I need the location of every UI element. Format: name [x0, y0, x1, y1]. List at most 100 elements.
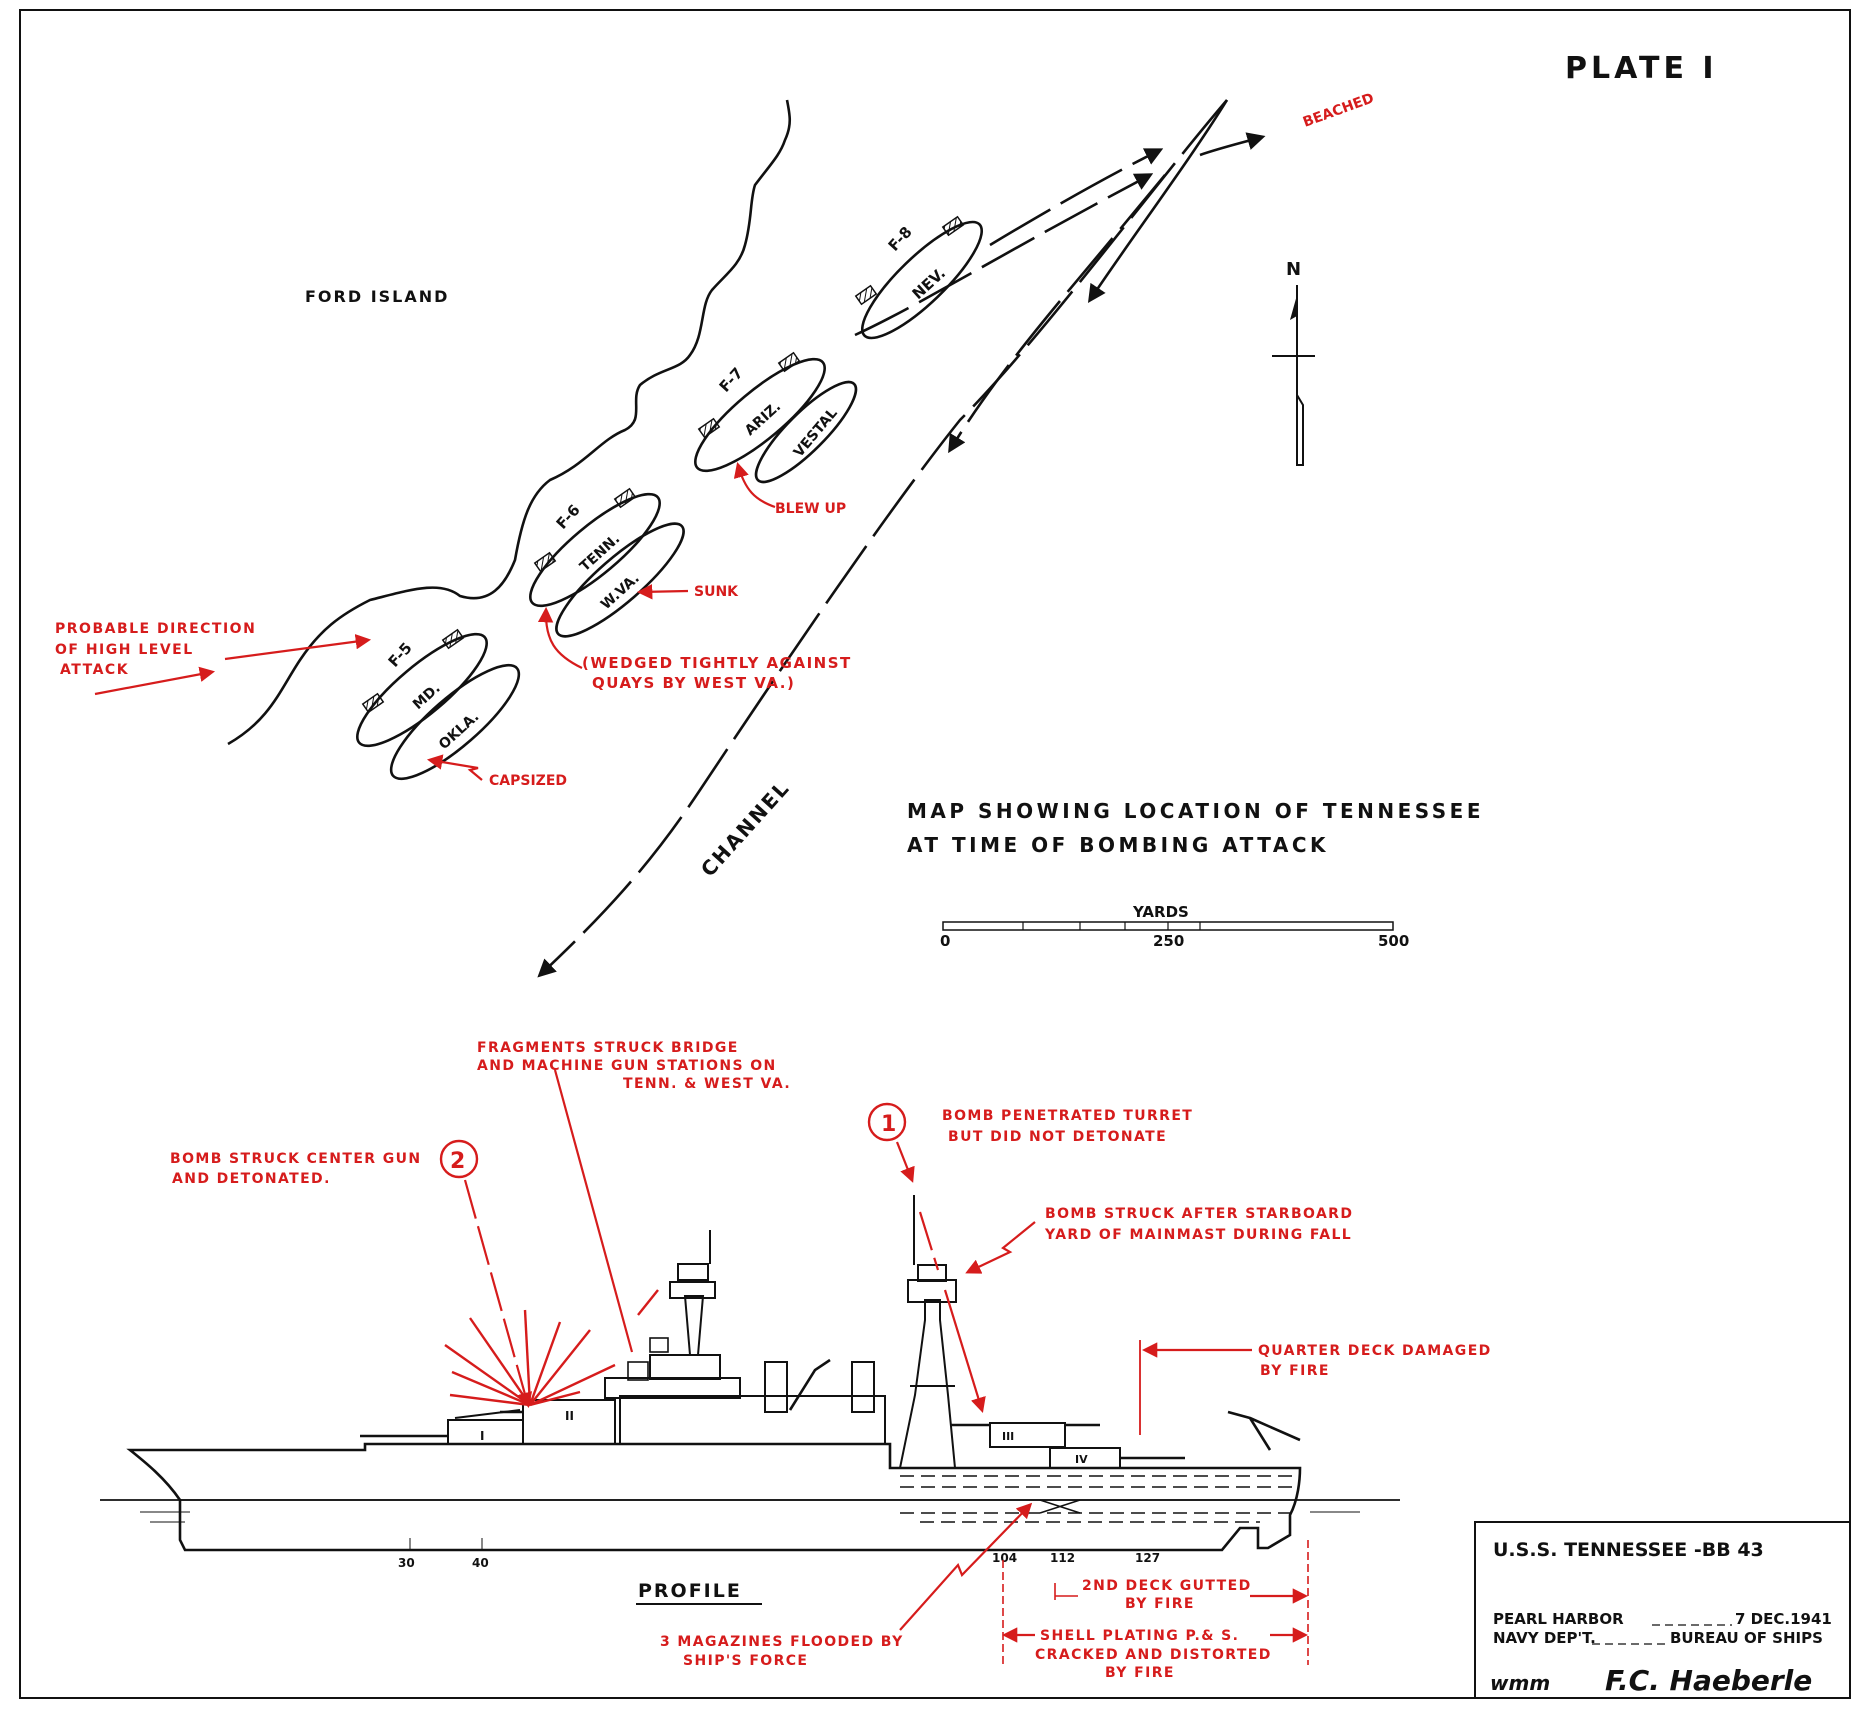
mooring-quay — [361, 692, 385, 714]
probable-direction-line1: PROBABLE DIRECTION — [55, 621, 256, 637]
svg-text:30: 30 — [398, 1556, 415, 1570]
mooring-quay — [533, 551, 557, 573]
sunk-arrow — [636, 584, 689, 600]
channel-label: CHANNEL — [696, 776, 795, 882]
berth-label: F-8 — [885, 223, 916, 255]
hit-marker-1 — [867, 1102, 907, 1142]
svg-text:I: I — [480, 1429, 484, 1443]
sunk-label: SUNK — [694, 584, 739, 600]
attack-arrow — [94, 666, 216, 696]
funnel — [851, 1361, 875, 1413]
dept: NAVY DEP'T. — [1493, 1629, 1596, 1647]
attack-arrow — [224, 633, 372, 661]
magazines-line2: SHIP'S FORCE — [683, 1653, 808, 1669]
mooring-quay — [613, 487, 637, 509]
fragments-line2: AND MACHINE GUN STATIONS ON — [477, 1058, 777, 1074]
svg-text:112: 112 — [1050, 1551, 1075, 1565]
ship-designation: U.S.S. TENNESSEE -BB 43 — [1493, 1539, 1764, 1561]
shell-plating-line3: BY FIRE — [1105, 1665, 1175, 1681]
svg-text:N: N — [1286, 259, 1301, 280]
ford-island-label: FORD ISLAND — [305, 287, 449, 306]
svg-text:III: III — [1002, 1430, 1014, 1443]
plate-label: PLATE I — [1565, 51, 1718, 86]
mainmast-line2: YARD OF MAINMAST DURING FALL — [1044, 1227, 1352, 1243]
bomb2-line2: AND DETONATED. — [172, 1171, 331, 1187]
probable-direction-line3: ATTACK — [60, 662, 129, 678]
turret-i: I — [360, 1409, 524, 1445]
turret-iv: IV — [1049, 1447, 1185, 1469]
hull — [126, 1442, 1302, 1552]
mooring-quay — [777, 351, 801, 373]
turret-ii: II — [500, 1399, 616, 1445]
svg-text:2: 2 — [450, 1149, 465, 1174]
ship-profile: I II III IV 30 40 104 112 127 PROFILE — [100, 1195, 1400, 1605]
mooring-quay — [941, 215, 965, 237]
berth-f6: F-6 TENN. W.VA. SUNK — [529, 487, 739, 638]
magazines-line1: 3 MAGAZINES FLOODED BY — [660, 1634, 904, 1650]
wedged-note-line2: QUAYS BY WEST VA.) — [592, 674, 795, 692]
capsized-label: CAPSIZED — [489, 773, 567, 789]
channel-paths — [537, 99, 1266, 978]
bureau: BUREAU OF SHIPS — [1670, 1629, 1823, 1647]
place: PEARL HARBOR — [1493, 1610, 1624, 1628]
fragments-line1: FRAGMENTS STRUCK BRIDGE — [477, 1040, 739, 1056]
mooring-quay — [854, 284, 878, 306]
quarterdeck-line1: QUARTER DECK DAMAGED — [1258, 1343, 1492, 1359]
bomb1-line1: BOMB PENETRATED TURRET — [942, 1108, 1193, 1124]
map-title-line2: AT TIME OF BOMBING ATTACK — [907, 833, 1329, 857]
damage-annotations: 2 1 FRAGMENTS STRUCK BRIDGE AND MACHINE … — [170, 1040, 1492, 1681]
svg-text:127: 127 — [1135, 1551, 1160, 1565]
svg-text:II: II — [565, 1409, 574, 1423]
ship-okla — [389, 663, 521, 781]
ship-md — [356, 632, 488, 748]
date: 7 DEC.1941 — [1735, 1610, 1832, 1628]
wedged-note-line1: (WEDGED TIGHTLY AGAINST — [582, 654, 852, 672]
ship-tenn — [529, 492, 661, 608]
ship-ariz — [694, 357, 826, 473]
probable-direction-line2: OF HIGH LEVEL — [55, 642, 194, 658]
mainmast-line1: BOMB STRUCK AFTER STARBOARD — [1045, 1206, 1353, 1222]
shell-plating-line1: SHELL PLATING P.& S. — [1040, 1628, 1239, 1644]
capsized-arrow — [426, 754, 483, 781]
mainmast — [899, 1195, 957, 1469]
ship-wva — [555, 522, 685, 638]
bomb2-line1: BOMB STRUCK CENTER GUN — [170, 1151, 422, 1167]
svg-text:YARDS: YARDS — [1132, 903, 1189, 921]
title-block: U.S.S. TENNESSEE -BB 43 PEARL HARBOR 7 D… — [1474, 1521, 1851, 1699]
ford-island-shoreline — [227, 99, 792, 746]
blew-up-arrow — [733, 462, 776, 509]
north-arrow: N — [1272, 259, 1315, 466]
second-deck-line2: BY FIRE — [1125, 1596, 1195, 1612]
berth-label: F-7 — [716, 364, 747, 396]
plate-border — [19, 9, 1851, 1699]
ship-label: OKLA. — [436, 709, 482, 753]
svg-text:250: 250 — [1153, 932, 1184, 950]
ship-nev — [860, 220, 984, 340]
svg-text:40: 40 — [472, 1556, 489, 1570]
berth-label: F-5 — [385, 639, 416, 671]
scale-bar: YARDS 0 250 500 — [940, 903, 1409, 950]
svg-text:IV: IV — [1075, 1453, 1088, 1466]
svg-text:104: 104 — [992, 1551, 1017, 1565]
quarterdeck-line2: BY FIRE — [1260, 1363, 1330, 1379]
mooring-quay — [441, 628, 465, 650]
signature: F.C. Haeberle — [1605, 1664, 1812, 1697]
mooring-quay — [697, 417, 721, 439]
hit-marker-2 — [439, 1139, 479, 1179]
berth-f8: F-8 NEV. — [854, 215, 984, 340]
bomb1-line2: BUT DID NOT DETONATE — [948, 1129, 1167, 1145]
harbor-map: FORD ISLAND BEACHED CHANNEL F-8 NEV. F-7 — [55, 90, 1484, 978]
turret-iii: III — [950, 1422, 1100, 1448]
explosion-burst — [444, 1289, 659, 1407]
profile-title: PROFILE — [638, 1580, 742, 1602]
wedged-arrow — [537, 606, 583, 669]
shell-plating-line2: CRACKED AND DISTORTED — [1035, 1647, 1272, 1663]
svg-text:0: 0 — [940, 932, 950, 950]
berth-f5: F-5 MD. OKLA. CAPSIZED — [356, 628, 567, 789]
berth-label: F-6 — [553, 501, 584, 533]
svg-text:500: 500 — [1378, 932, 1409, 950]
beached-label: BEACHED — [1301, 90, 1376, 130]
fragments-line3: TENN. & WEST VA. — [623, 1076, 791, 1092]
map-title-line1: MAP SHOWING LOCATION OF TENNESSEE — [907, 799, 1484, 823]
